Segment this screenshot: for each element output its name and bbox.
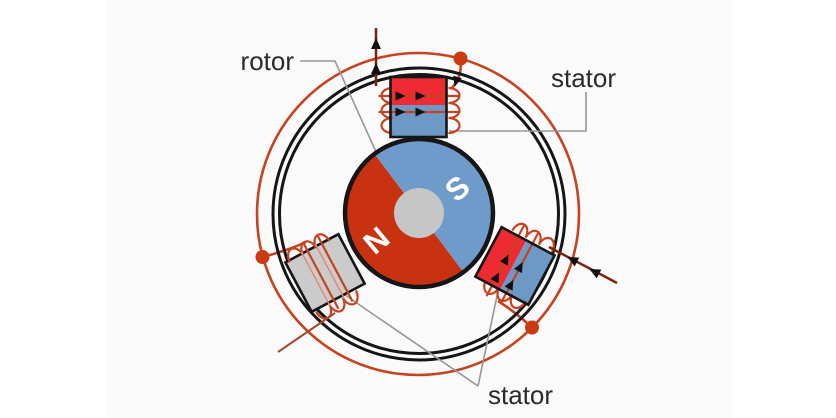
stator-label-bottom: stator	[488, 380, 553, 410]
stator-right-current-arrows	[490, 254, 523, 291]
coil-wire-front-2	[301, 241, 340, 310]
current-arrow	[415, 107, 426, 117]
junction-dot-top	[453, 51, 468, 66]
leader-lines-group	[300, 60, 587, 387]
stator-ring-outer	[271, 66, 567, 362]
current-arrow-up	[371, 63, 381, 74]
circuit-ring	[255, 51, 581, 377]
stator-left-body	[283, 232, 367, 314]
lead-wire-bottom-left	[277, 312, 336, 353]
stator-right-south-half	[500, 240, 555, 305]
coil-wire-back-2	[300, 251, 331, 307]
current-arrow	[514, 262, 523, 274]
lead-wire-right	[548, 245, 618, 285]
stator-left-electromagnet	[283, 232, 367, 320]
current-arrow	[395, 107, 406, 117]
stator-bottom-leader-line-right	[477, 295, 498, 387]
lead-wires-group	[277, 28, 618, 353]
stator-top-outline	[389, 75, 448, 139]
stator-label-top: stator	[551, 63, 616, 93]
stator-top-current-arrows	[395, 91, 426, 117]
stator-ring-inner	[278, 73, 560, 355]
junction-dot-bottom-right	[525, 320, 539, 335]
current-arrow	[415, 91, 426, 101]
current-arrow	[395, 91, 406, 101]
current-arrow-down	[453, 75, 462, 87]
current-arrow-upleft	[567, 256, 580, 267]
stator-rings-group	[271, 66, 567, 362]
stator-right-outline	[473, 225, 557, 307]
current-arrow-upleft	[589, 268, 602, 279]
stator-right-electromagnet	[473, 222, 557, 310]
current-arrow	[504, 279, 514, 291]
current-arrow	[499, 254, 509, 266]
rotor-label: rotor	[241, 46, 295, 76]
stator-bottom-leader-line-left	[344, 294, 479, 387]
current-arrow	[490, 272, 500, 284]
stator-top-leader-line	[449, 92, 587, 132]
coil-wire-front-1	[315, 233, 354, 302]
stator-top-north-half	[390, 77, 447, 105]
rotor-leader-line	[300, 60, 378, 155]
rotor-outline	[342, 136, 496, 290]
junction-dot-left	[255, 250, 270, 264]
stator-left-coil	[286, 233, 359, 320]
current-arrow-up	[371, 38, 381, 49]
rotor-shaft	[394, 188, 444, 238]
stator-top-electromagnet	[378, 75, 461, 139]
rotor: N S	[342, 136, 496, 290]
coil-loops-right	[448, 86, 461, 135]
coil-wire-back-1	[314, 243, 346, 300]
lead-wire-arrows-group	[371, 38, 602, 279]
junction-dots-group	[255, 51, 539, 335]
